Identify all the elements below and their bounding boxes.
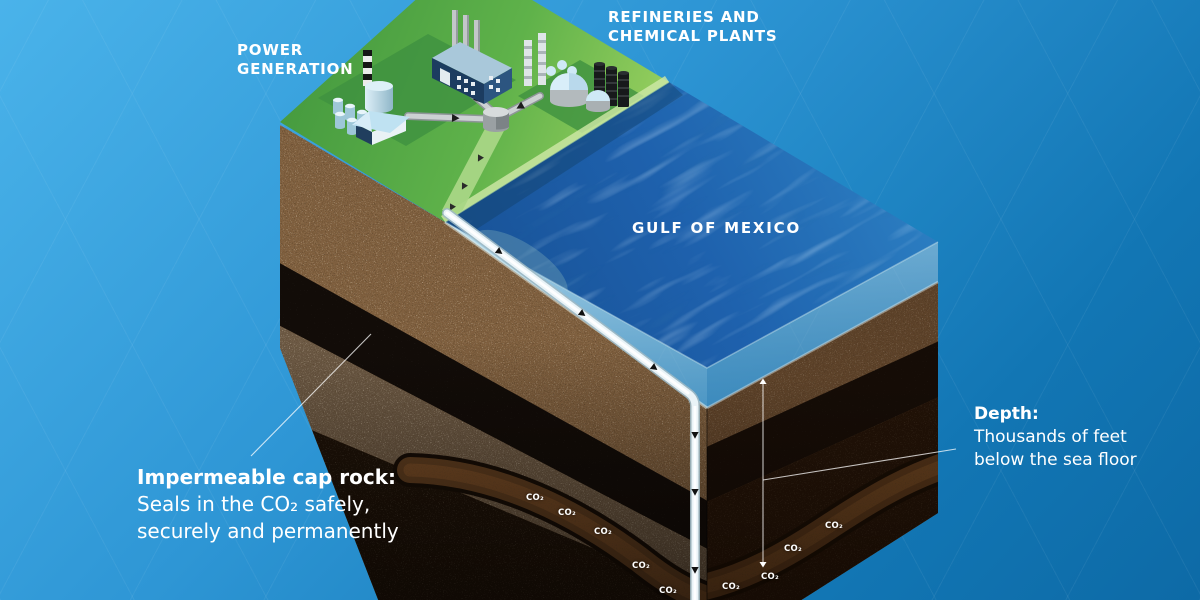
pipe-hub <box>483 107 509 132</box>
power-plant-building <box>432 10 512 104</box>
rock-left-face <box>280 125 707 600</box>
cap-rock-leader-line <box>250 333 372 457</box>
gulf-water-surface <box>444 81 939 369</box>
refinery-facility <box>524 33 629 112</box>
pipeline-strip <box>442 123 506 217</box>
shoreline <box>441 76 669 222</box>
power-generation-facility <box>333 10 512 145</box>
depth-leader-line <box>762 448 957 481</box>
rock-right-face <box>707 282 938 600</box>
annotation-lines <box>250 333 957 562</box>
barn-building <box>352 111 410 145</box>
